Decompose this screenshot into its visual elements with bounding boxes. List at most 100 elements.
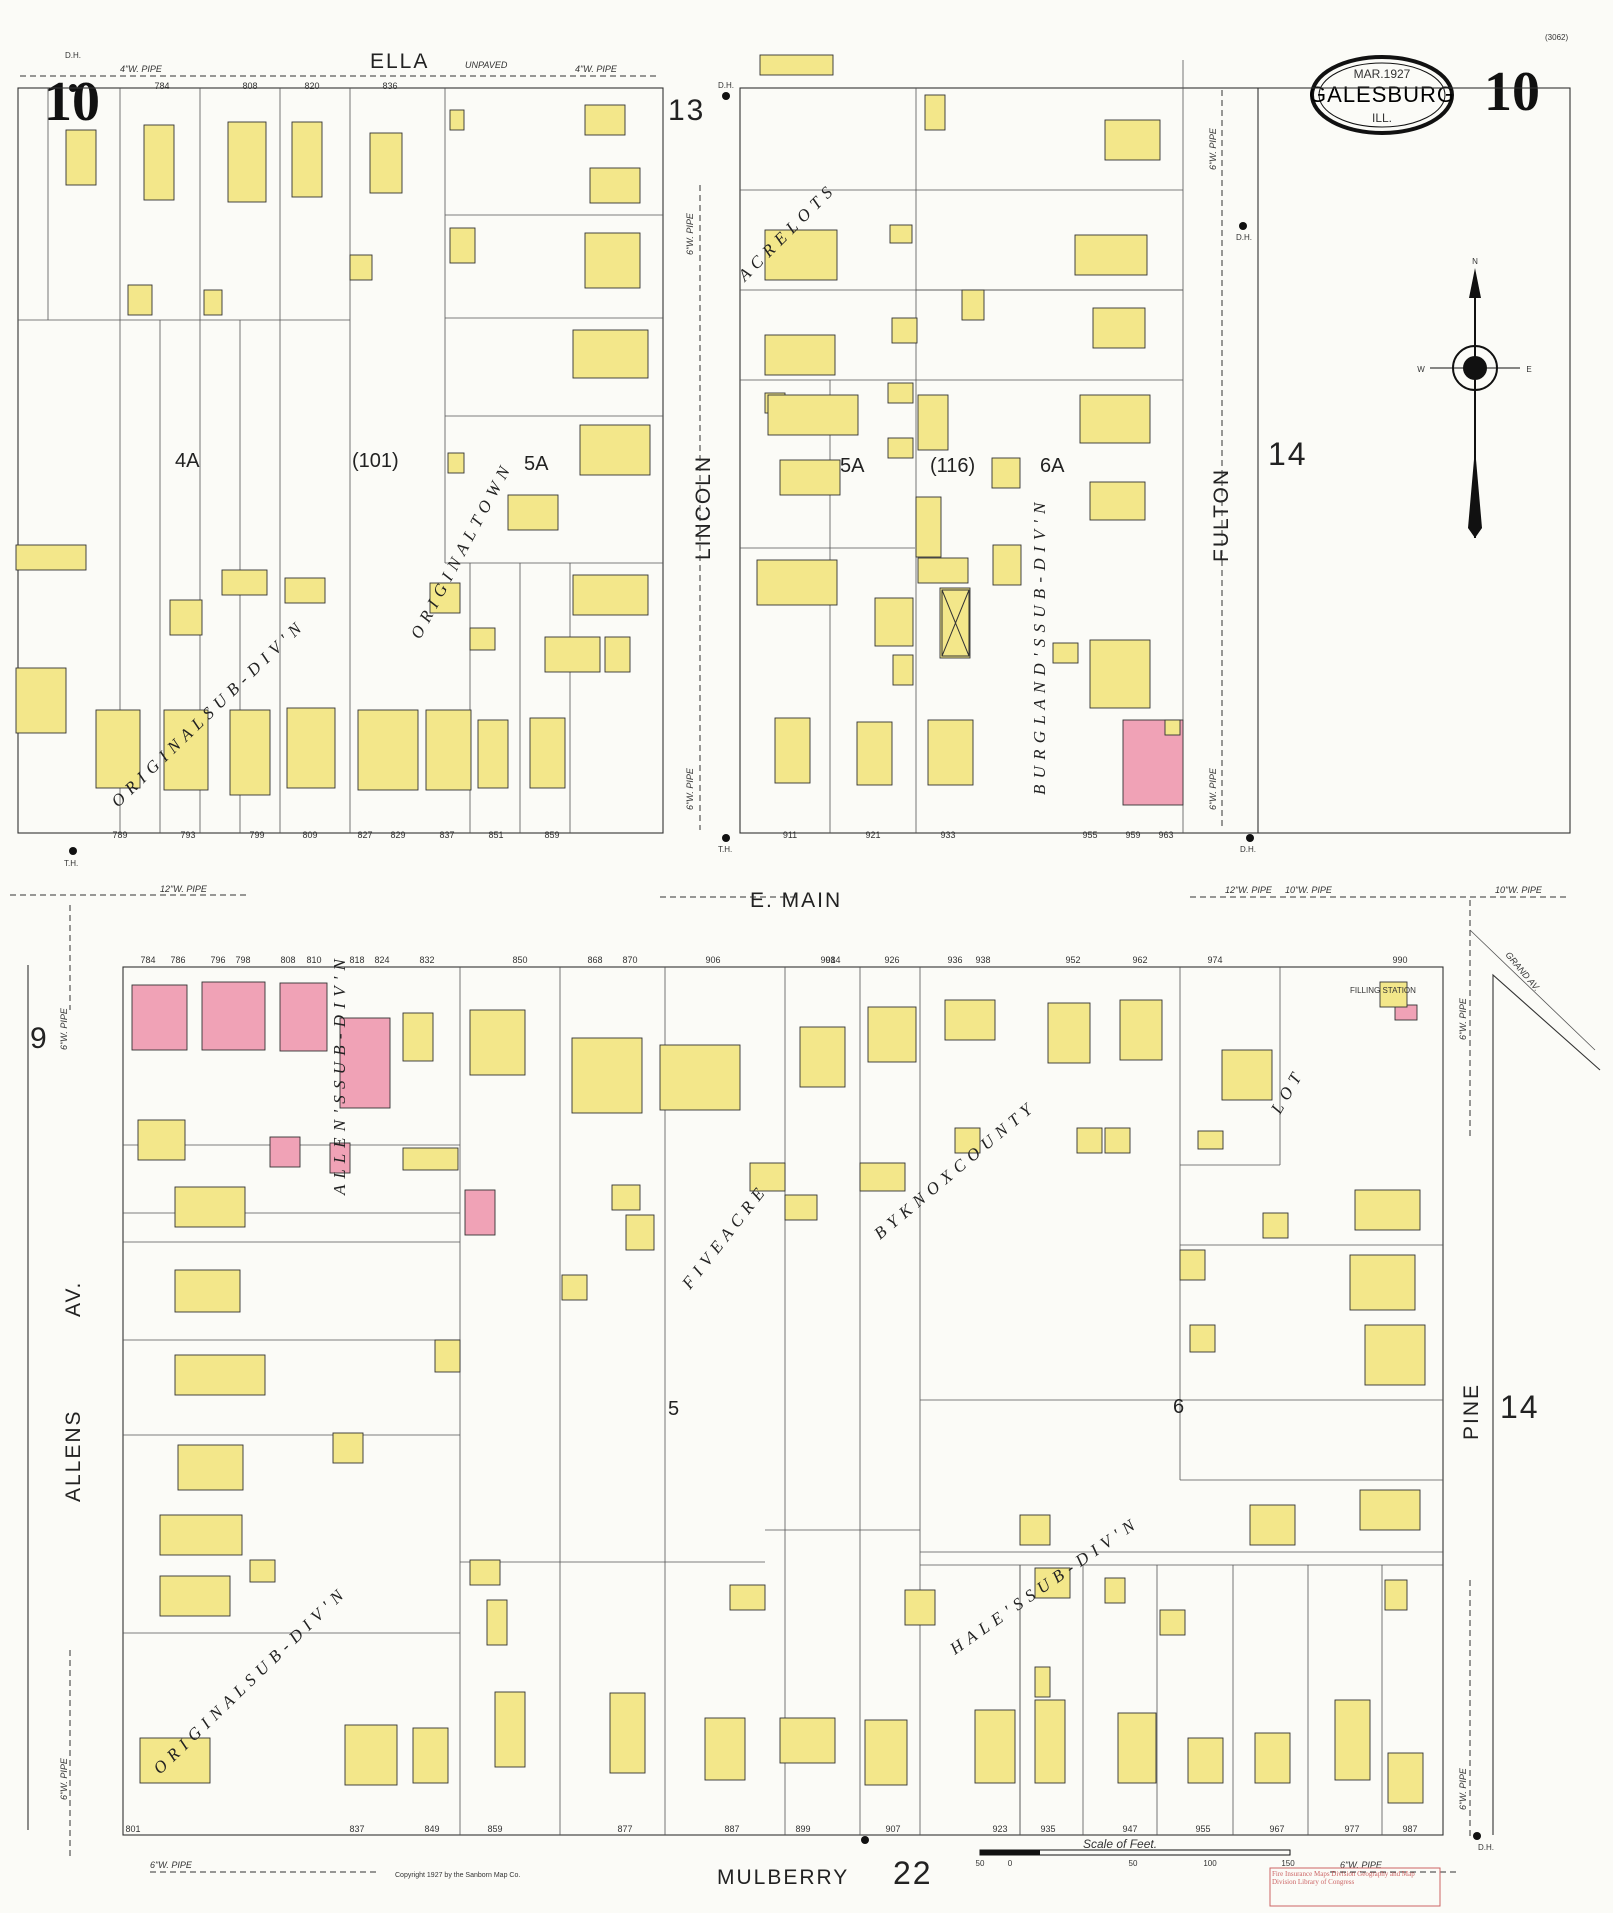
- address-number: 809: [302, 830, 317, 840]
- scale-tick-label: 0: [1008, 1859, 1013, 1868]
- address-number: 818: [349, 955, 364, 965]
- address-number: 936: [947, 955, 962, 965]
- dh-label-1: D.H.: [65, 51, 81, 60]
- address-number: 933: [940, 830, 955, 840]
- pipe-allens-label: 6"W. PIPE: [59, 1007, 69, 1050]
- pipe-main-label-4: 10"W. PIPE: [1495, 885, 1543, 895]
- address-number: 827: [357, 830, 372, 840]
- th-label-1: T.H.: [64, 859, 78, 868]
- address-number: 837: [349, 1824, 364, 1834]
- pipe-mulberry-label: 6"W. PIPE: [150, 1860, 193, 1870]
- address-number: 990: [1392, 955, 1407, 965]
- adjacent-sheet-top: 13: [668, 94, 705, 127]
- stamp-text: Fire Insurance Maps Division Geography a…: [1272, 1870, 1415, 1886]
- address-number: 801: [125, 1824, 140, 1834]
- pipe-fulton-label-2: 6"W. PIPE: [1208, 767, 1218, 810]
- street-allens: ALLENS: [62, 1409, 85, 1502]
- address-number: 987: [1402, 1824, 1417, 1834]
- address-number: 832: [419, 955, 434, 965]
- svg-text:N: N: [1472, 257, 1478, 266]
- street-mulberry: MULBERRY: [717, 1866, 849, 1889]
- adjacent-sheet-bottom: 22: [893, 1855, 933, 1891]
- north-block-east: [739, 60, 1571, 834]
- address-number: 962: [1132, 955, 1147, 965]
- north-arrow-icon: N W E: [1417, 257, 1532, 538]
- address-number: 955: [1082, 830, 1097, 840]
- street-e-main: E. MAIN: [750, 889, 842, 912]
- block-6a: 6A: [1040, 455, 1065, 477]
- address-number: 784: [154, 81, 169, 91]
- north-block-west: [17, 87, 664, 834]
- address-number: 926: [884, 955, 899, 965]
- scale-tick-label: 100: [1203, 1859, 1217, 1868]
- south-block-main: [122, 966, 1444, 1836]
- block-5a-right: 5A: [840, 455, 865, 477]
- scale-label: Scale of Feet.: [1083, 1837, 1157, 1851]
- block-5: 5: [668, 1398, 679, 1420]
- stable-outbuilding: [941, 589, 970, 657]
- address-number: 952: [1065, 955, 1080, 965]
- address-number: 820: [304, 81, 319, 91]
- dh-label-4: D.H.: [1240, 845, 1256, 854]
- dh-label-3: D.H.: [1236, 233, 1252, 242]
- south-brick-buildings: [131, 981, 1418, 1236]
- block-101: (101): [352, 450, 399, 472]
- th-label-2: T.H.: [718, 845, 732, 854]
- svg-text:W: W: [1417, 365, 1425, 374]
- grand-av-edge: [1492, 973, 1601, 1071]
- address-number: 868: [587, 955, 602, 965]
- block-5a-left: 5A: [524, 453, 549, 475]
- block-4a: 4A: [175, 450, 200, 472]
- sheet-number-left: 10: [44, 71, 100, 133]
- subdivision-original-town: O R I G I N A L T O W N: [407, 462, 515, 642]
- address-number: 810: [306, 955, 321, 965]
- address-number: 859: [544, 830, 559, 840]
- address-number: 899: [795, 1824, 810, 1834]
- adjacent-sheet-left: 9: [30, 1022, 49, 1055]
- address-number: 921: [865, 830, 880, 840]
- address-number: 955: [1195, 1824, 1210, 1834]
- dh-label-2: D.H.: [718, 81, 734, 90]
- street-ella: ELLA: [370, 50, 429, 73]
- address-number: 959: [1125, 830, 1140, 840]
- library-stamp: Fire Insurance Maps Division Geography a…: [1269, 1867, 1441, 1907]
- north-buildings: [15, 54, 1184, 806]
- address-number: 859: [487, 1824, 502, 1834]
- subdivision-five-acre: F I V E A C R E: [678, 1184, 769, 1294]
- address-number: 938: [975, 955, 990, 965]
- pipe-lincoln-label: 6"W. PIPE: [685, 212, 695, 255]
- subdivision-allens-sub-divn: A L L E N ' S S U B - D I V ' N: [330, 958, 349, 1196]
- address-number: 963: [1158, 830, 1173, 840]
- address-number: 974: [1207, 955, 1222, 965]
- address-number: 907: [885, 1824, 900, 1834]
- address-number: 789: [112, 830, 127, 840]
- address-number: 793: [180, 830, 195, 840]
- svg-text:E: E: [1526, 365, 1531, 374]
- scale-tick-label: 150: [1281, 1859, 1295, 1868]
- address-number: 870: [622, 955, 637, 965]
- sheet-code: (3062): [1545, 33, 1568, 42]
- address-number: 808: [242, 81, 257, 91]
- scale-tick-label: 50: [976, 1859, 985, 1868]
- filling-station-label: FILLING STATION: [1350, 986, 1416, 995]
- address-number: 851: [488, 830, 503, 840]
- address-number: 850: [512, 955, 527, 965]
- address-number: 829: [390, 830, 405, 840]
- address-number: 798: [235, 955, 250, 965]
- address-number: 947: [1122, 1824, 1137, 1834]
- pipe-mulberry-label-2: 6"W. PIPE: [1340, 1860, 1383, 1870]
- address-number: 796: [210, 955, 225, 965]
- address-number: 977: [1344, 1824, 1359, 1834]
- block-116: (116): [930, 455, 975, 477]
- pipe-pine-label: 6"W. PIPE: [1458, 997, 1468, 1040]
- street-allens-suffix: AV.: [62, 1281, 85, 1317]
- pipe-main-label-2: 12"W. PIPE: [1225, 885, 1273, 895]
- address-number: 824: [374, 955, 389, 965]
- street-grand: GRAND AV.: [1503, 950, 1542, 993]
- pipe-pine-label-2: 6"W. PIPE: [1458, 1767, 1468, 1810]
